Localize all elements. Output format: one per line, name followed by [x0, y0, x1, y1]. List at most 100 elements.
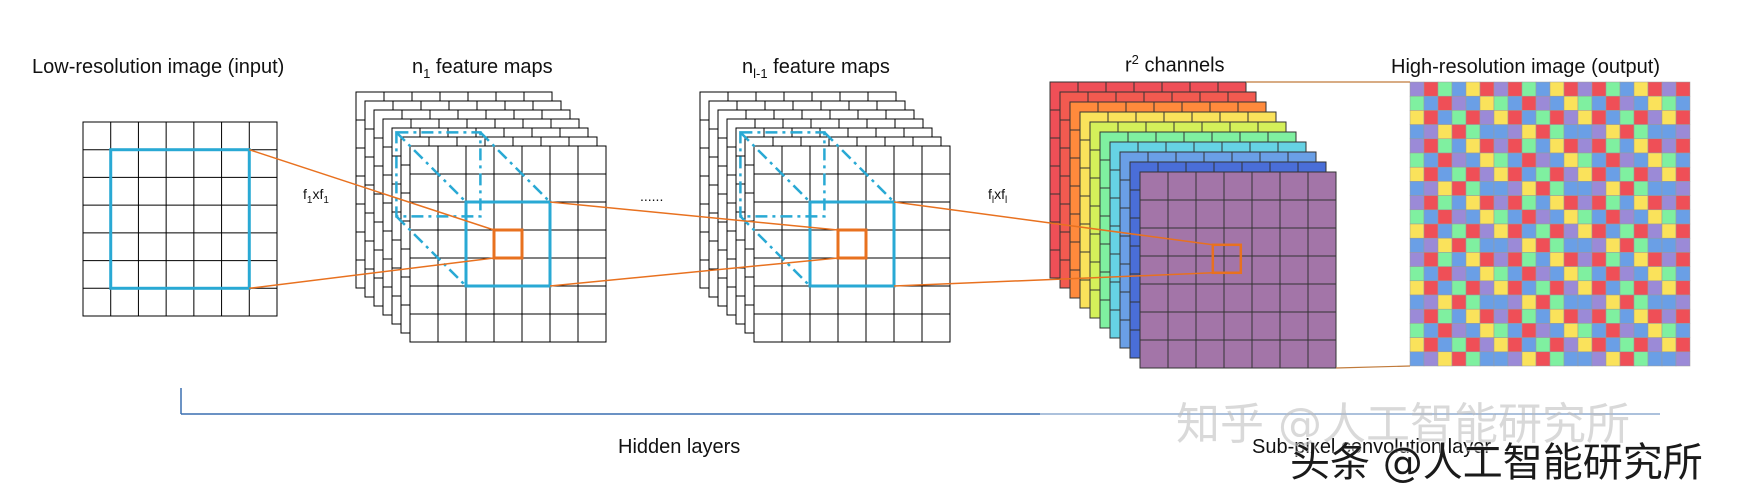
output-pixel	[1521, 138, 1537, 154]
subpixel-layer-label: Sub-pixel convolution layer	[1252, 436, 1492, 458]
output-pixel	[1437, 195, 1453, 211]
output-pixel	[1563, 266, 1579, 282]
fml-field-edge	[823, 131, 895, 203]
output-pixel	[1577, 195, 1593, 211]
output-pixel	[1409, 195, 1425, 211]
output-pixel	[1619, 195, 1635, 211]
output-pixel	[1465, 81, 1481, 97]
output-pixel	[1605, 138, 1621, 154]
output-pixel	[1479, 223, 1495, 239]
output-pixel	[1465, 351, 1481, 367]
flxfl-label: flxfl	[988, 186, 1007, 206]
output-pixel	[1591, 81, 1607, 97]
output-pixel	[1423, 351, 1439, 367]
output-pixel	[1661, 110, 1677, 125]
output-pixel	[1423, 81, 1439, 97]
output-pixel	[1633, 252, 1649, 267]
link-fm1-to-fml	[549, 257, 839, 287]
output-pixel	[1577, 138, 1593, 154]
output-pixel	[1577, 181, 1593, 196]
output-pixel	[1521, 223, 1537, 239]
output-pixel	[1633, 294, 1649, 310]
output-pixel	[1619, 280, 1635, 296]
output-pixel	[1465, 95, 1481, 111]
output-pixel	[1633, 81, 1649, 97]
output-pixel	[1633, 166, 1649, 182]
output-pixel	[1451, 195, 1467, 211]
output-pixel	[1493, 124, 1509, 140]
output-pixel	[1479, 294, 1495, 310]
output-pixel	[1647, 81, 1663, 97]
output-pixel	[1479, 209, 1495, 225]
output-pixel	[1493, 95, 1509, 111]
output-pixel	[1549, 337, 1565, 353]
fl-a: f	[988, 186, 992, 202]
input-grid-border	[82, 121, 278, 317]
output-pixel	[1409, 337, 1425, 353]
output-pixel	[1591, 195, 1607, 211]
output-pixel	[1437, 223, 1453, 239]
output-pixel	[1563, 323, 1579, 338]
f1-sa: 1	[306, 194, 313, 206]
output-pixel	[1451, 124, 1467, 140]
output-pixel	[1423, 209, 1439, 225]
output-pixel	[1577, 280, 1593, 296]
output-pixel	[1409, 266, 1425, 282]
output-pixel	[1563, 181, 1579, 196]
output-pixel	[1521, 181, 1537, 196]
fml-layer	[753, 145, 951, 343]
output-pixel	[1409, 351, 1425, 367]
link-input-to-fm1	[249, 257, 495, 290]
output-pixel	[1591, 323, 1607, 338]
link-fml-to-channels	[893, 272, 1213, 287]
r2-channels-label: r2 channels	[1125, 52, 1225, 78]
output-pixel	[1549, 237, 1565, 253]
output-pixel	[1675, 252, 1691, 267]
output-pixel	[1563, 124, 1579, 140]
output-pixel	[1423, 337, 1439, 353]
output-pixel	[1633, 138, 1649, 154]
output-pixel	[1633, 195, 1649, 211]
output-pixel	[1647, 351, 1663, 367]
channel-output-cell	[1211, 243, 1243, 275]
output-pixel	[1535, 209, 1551, 225]
output-pixel	[1465, 280, 1481, 296]
output-pixel	[1675, 124, 1691, 140]
output-pixel	[1465, 237, 1481, 253]
output-pixel	[1423, 110, 1439, 125]
output-pixel	[1451, 280, 1467, 296]
output-pixel	[1493, 166, 1509, 182]
output-pixel	[1647, 138, 1663, 154]
output-pixel	[1507, 124, 1523, 140]
output-pixel	[1675, 308, 1691, 324]
output-pixel	[1465, 152, 1481, 168]
output-pixel	[1451, 237, 1467, 253]
output-pixel	[1521, 110, 1537, 125]
output-pixel	[1423, 237, 1439, 253]
output-pixel	[1535, 308, 1551, 324]
output-pixel	[1619, 323, 1635, 338]
output-pixel	[1619, 152, 1635, 168]
output-pixel	[1409, 323, 1425, 338]
output-pixel	[1577, 252, 1593, 267]
output-pixel	[1577, 323, 1593, 338]
fm1-layer	[409, 145, 607, 343]
output-pixel	[1619, 252, 1635, 267]
output-pixel	[1521, 95, 1537, 111]
output-pixel	[1507, 152, 1523, 168]
output-pixel	[1577, 166, 1593, 182]
output-pixel	[1633, 308, 1649, 324]
output-pixel	[1493, 195, 1509, 211]
output-pixel	[1661, 308, 1677, 324]
fm1-field-edge	[395, 131, 467, 203]
output-pixel	[1479, 81, 1495, 97]
output-pixel	[1591, 166, 1607, 182]
output-pixel	[1661, 294, 1677, 310]
output-pixel	[1647, 308, 1663, 324]
output-pixel	[1661, 223, 1677, 239]
output-pixel	[1451, 351, 1467, 367]
output-pixel	[1437, 95, 1453, 111]
output-pixel	[1549, 166, 1565, 182]
output-pixel	[1409, 223, 1425, 239]
output-pixel	[1451, 181, 1467, 196]
